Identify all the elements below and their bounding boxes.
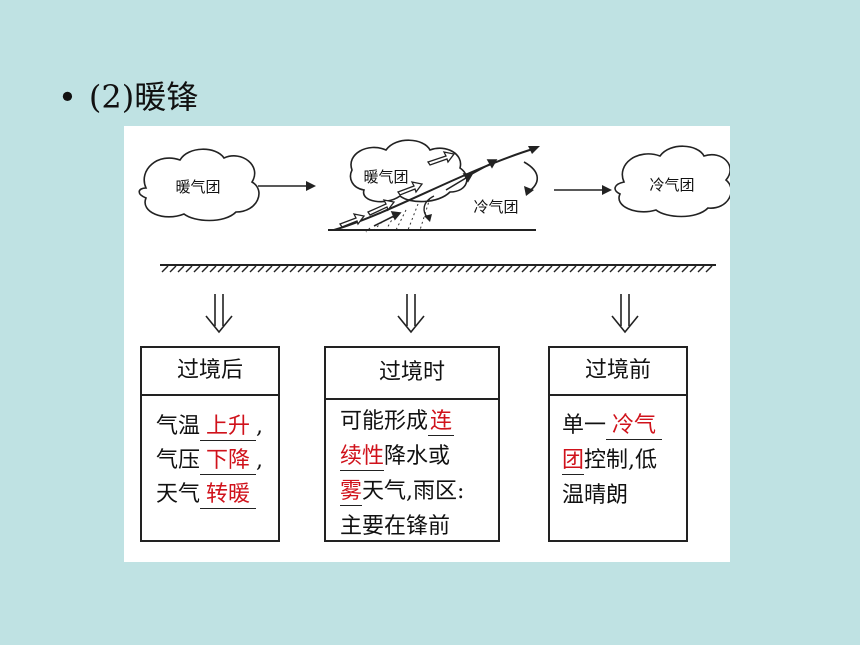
cold-air-mass-right-label: 冷气团 [649,176,694,194]
cold-air-mass-front-label: 冷气团 [473,198,518,216]
box-after-passage: 过境后 气温上升, 气压下降, 天气转暖 [140,346,280,542]
box-before-body: 单一冷气 团控制,低 温晴朗 [550,396,686,540]
warm-air-mass-front-label: 暖气团 [363,168,408,186]
flow-arrow-1 [258,181,316,191]
during-line-2: 续性降水或 [340,439,498,474]
pressure-answer: 下降 [200,448,257,475]
down-arrow-during [397,294,425,334]
before-line-3: 温晴朗 [562,478,686,513]
box-during-body: 可能形成连 续性降水或 雾天气,雨区: 主要在锋前 [326,400,498,540]
box-before-title: 过境前 [550,348,686,396]
after-temp-line: 气温上升, [156,410,278,444]
during-line-1: 可能形成连 [340,404,498,439]
during-line-4: 主要在锋前 [340,509,498,544]
down-arrow-after [205,294,233,334]
warm-front-diagram: 暖气团 暖气团 [124,126,730,562]
after-weather-line: 天气转暖 [156,478,278,512]
after-pressure-line: 气压下降, [156,444,278,478]
before-text-2: 控制,低 [584,448,658,473]
before-answer-1b: 团 [562,448,585,475]
box-after-title: 过境后 [142,348,278,396]
box-after-body: 气温上升, 气压下降, 天气转暖 [142,396,278,540]
warm-air-mass-left-label: 暖气团 [175,178,220,196]
front-cross-section: 暖气团 [328,139,540,233]
flow-arrow-2 [554,185,612,195]
during-line-3: 雾天气,雨区: [340,474,498,509]
slide-heading: • (2)暖锋 [58,72,198,118]
box-during-title: 过境时 [326,348,498,400]
cloud-warm-air-mass-left: 暖气团 [138,148,260,222]
box-before-passage: 过境前 单一冷气 团控制,低 温晴朗 [548,346,688,542]
before-text-1: 单一 [562,413,607,438]
during-text-1: 可能形成 [340,409,429,434]
during-answer-2: 雾 [340,479,363,506]
comma-2: , [256,448,264,473]
during-text-2: 降水或 [384,444,451,469]
ground-strip [160,264,716,273]
down-arrow-before [611,294,639,334]
during-text-4: 主要在锋前 [340,514,451,539]
heading-text: (2)暖锋 [88,78,199,116]
diagram-graphics: 暖气团 暖气团 [138,139,730,334]
temp-label: 气温 [156,414,201,439]
pressure-label: 气压 [156,448,201,473]
weather-label: 天气 [156,482,201,507]
during-answer-1a: 连 [428,409,455,436]
before-text-3: 温晴朗 [562,483,629,508]
weather-answer: 转暖 [200,482,257,509]
before-answer-1a: 冷气 [606,413,663,440]
temp-answer: 上升 [200,414,257,441]
before-line-1: 单一冷气 [562,408,686,443]
cloud-cold-air-mass-right: 冷气团 [614,145,730,218]
bullet-point: • [58,78,77,116]
during-text-3: 天气,雨区 [362,479,458,504]
before-line-2: 团控制,低 [562,443,686,478]
box-during-passage: 过境时 可能形成连 续性降水或 雾天气,雨区: 主要在锋前 [324,346,500,542]
during-answer-1b: 续性 [340,444,385,471]
comma-1: , [256,414,264,439]
during-colon: : [457,479,465,504]
